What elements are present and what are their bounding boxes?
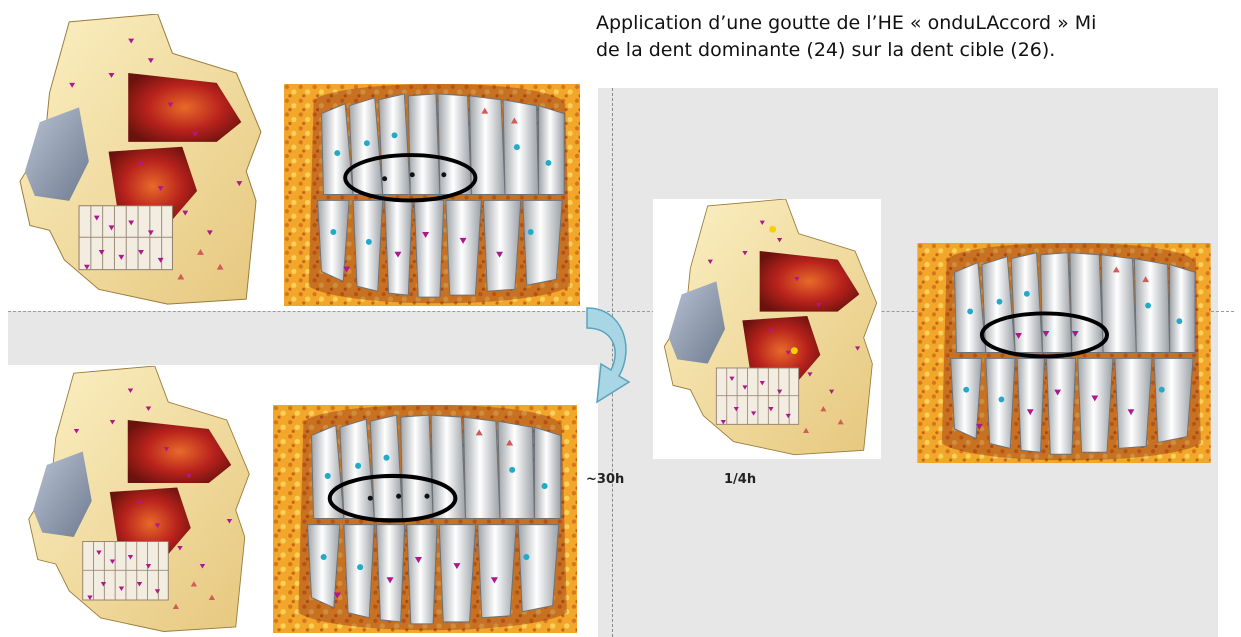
head-illustration-after [653, 199, 888, 459]
head-illustration-middle [8, 366, 270, 636]
teeth-closeup-middle [269, 405, 581, 633]
caption: Application d’une goutte de l’HE « onduL… [596, 10, 1236, 64]
caption-line-1: Application d’une goutte de l’HE « onduL… [596, 10, 1236, 37]
skull-sagittal-icon [8, 366, 270, 636]
dental-arch-icon [914, 243, 1214, 463]
middle-gray-band [8, 311, 598, 365]
curved-arrow-icon [583, 298, 637, 410]
dental-arch-icon [269, 405, 581, 633]
time-label-quarter-hour: 1/4h [724, 472, 756, 487]
head-illustration-before [8, 14, 273, 309]
teeth-closeup-after [914, 243, 1214, 463]
skull-sagittal-icon [8, 14, 273, 309]
caption-line-2: de la dent dominante (24) sur la dent ci… [596, 37, 1236, 64]
time-label-30h: ~30h [586, 472, 624, 487]
teeth-closeup-before [284, 84, 580, 306]
dental-arch-icon [284, 84, 580, 306]
skull-sagittal-icon [653, 199, 888, 459]
